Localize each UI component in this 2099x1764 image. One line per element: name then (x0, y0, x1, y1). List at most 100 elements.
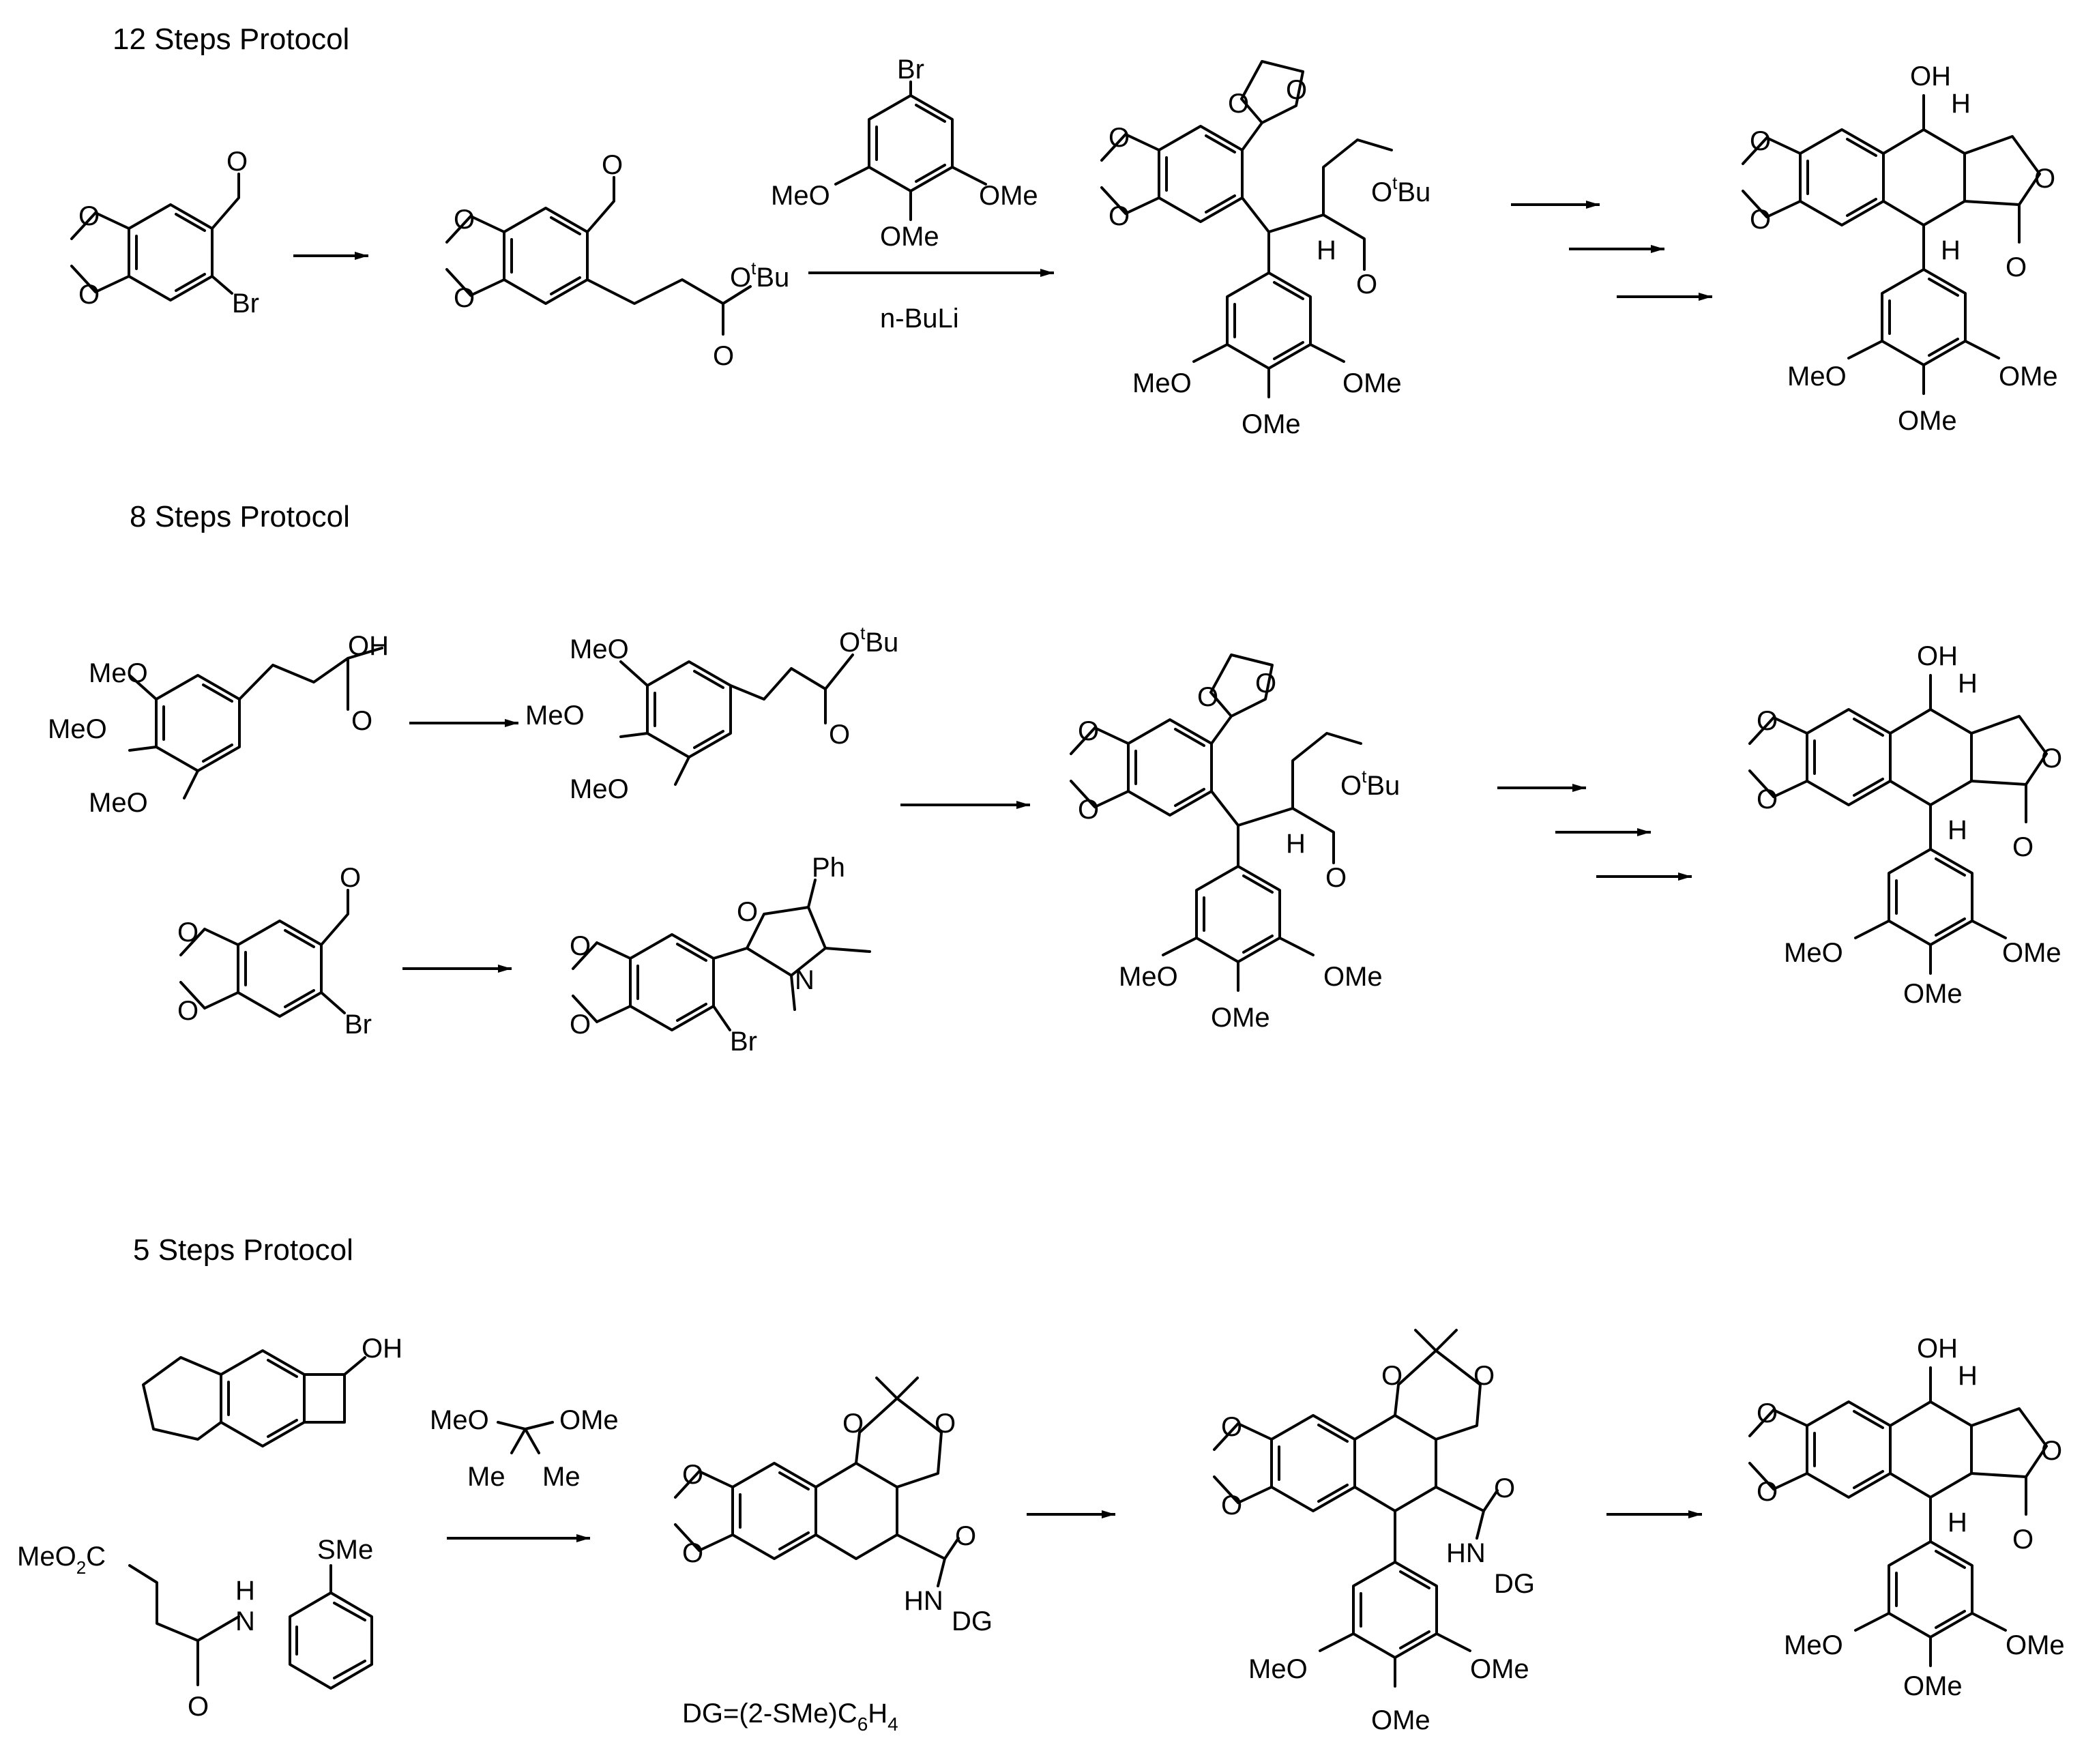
svg-text:O: O (2034, 164, 2055, 194)
svg-text:O: O (1494, 1473, 1515, 1503)
svg-text:O: O (1228, 89, 1249, 119)
svg-text:O: O (602, 150, 623, 180)
svg-text:MeO: MeO (1784, 938, 1843, 968)
section-8-steps: 8 Steps Protocol MeO MeO MeO OH O MeO Me… (48, 500, 2062, 1057)
svg-text:OMe: OMe (1242, 409, 1301, 439)
svg-text:O: O (1757, 1398, 1778, 1428)
svg-text:O: O (340, 863, 361, 893)
svg-text:DG: DG (1494, 1569, 1535, 1599)
svg-text:O: O (1255, 668, 1276, 699)
svg-text:MeO: MeO (570, 774, 629, 804)
svg-text:OtBu: OtBu (730, 258, 789, 293)
svg-text:O: O (842, 1409, 864, 1439)
compound-cycloadduct: O O O O O HN DG (674, 1377, 993, 1636)
svg-text:OMe: OMe (1323, 962, 1383, 992)
compound-fumaramide: MeO2C N H O SMe (17, 1535, 373, 1722)
svg-text:O: O (1750, 205, 1771, 235)
svg-text:O: O (1381, 1361, 1403, 1391)
product-podophyllotoxin-5: O O OH H H O O MeO OMe OMe (1748, 1334, 2065, 1701)
svg-text:O: O (454, 283, 475, 313)
svg-text:O: O (1078, 716, 1099, 746)
svg-text:OMe: OMe (1371, 1705, 1430, 1735)
svg-text:OtBu: OtBu (1371, 173, 1430, 207)
svg-text:MeO: MeO (1784, 1630, 1843, 1660)
svg-text:MeO: MeO (525, 701, 585, 731)
svg-text:OH: OH (348, 631, 389, 661)
svg-text:H: H (1948, 815, 1967, 845)
svg-text:Me: Me (542, 1462, 581, 1492)
svg-text:Br: Br (344, 1010, 372, 1040)
svg-text:O: O (829, 720, 850, 750)
svg-text:O: O (1197, 682, 1218, 712)
svg-text:MeO: MeO (48, 714, 107, 744)
svg-text:OMe: OMe (880, 222, 939, 252)
svg-text:H: H (1941, 235, 1961, 265)
compound-trimethoxycinnamic-acid: MeO MeO MeO OH O (48, 631, 389, 818)
svg-text:MeO: MeO (570, 634, 629, 664)
svg-text:OH: OH (1910, 61, 1951, 91)
svg-text:OMe: OMe (559, 1405, 619, 1435)
svg-text:O: O (1286, 75, 1307, 105)
svg-text:O: O (1757, 706, 1778, 736)
svg-text:HN: HN (1446, 1538, 1486, 1568)
svg-text:OH: OH (1917, 641, 1958, 671)
svg-text:MeO: MeO (89, 788, 148, 818)
svg-text:H: H (1958, 668, 1978, 699)
section-12-steps: 12 Steps Protocol O O O Br O O O O OtBu (70, 23, 2058, 439)
svg-text:O: O (2041, 1436, 2062, 1466)
svg-text:MeO: MeO (771, 181, 830, 211)
svg-text:OMe: OMe (1211, 1003, 1270, 1033)
svg-text:O: O (1109, 201, 1130, 231)
svg-text:N: N (795, 965, 814, 995)
svg-text:O: O (78, 280, 100, 310)
compound-aryl-intermediate: O O O O O HN DG MeO OMe OMe (1213, 1329, 1535, 1735)
product-podophyllotoxin-8: O O OH H H O O MeO OMe OMe (1748, 641, 2062, 1009)
compound-oxazolidine: O O O N Ph Br (570, 853, 871, 1057)
svg-text:Br: Br (232, 289, 259, 319)
svg-text:O: O (1078, 795, 1099, 825)
svg-text:O: O (570, 1010, 591, 1040)
svg-text:O: O (188, 1692, 209, 1722)
svg-text:O: O (2012, 832, 2034, 862)
svg-text:O: O (78, 201, 100, 231)
svg-text:O: O (2006, 252, 2027, 282)
svg-text:MeO: MeO (1787, 362, 1847, 392)
reagent-nbuli: n-BuLi (880, 304, 959, 334)
section-title-12: 12 Steps Protocol (113, 23, 349, 56)
svg-text:O: O (682, 1460, 703, 1490)
svg-text:OMe: OMe (2002, 938, 2061, 968)
compound-adduct-8: O O O O H O OtBu MeO OMe OMe (1070, 653, 1400, 1033)
svg-text:O: O (1221, 1490, 1242, 1520)
svg-text:OMe: OMe (1470, 1654, 1529, 1684)
svg-text:H: H (1951, 89, 1971, 119)
compound-benzocyclobutenol: OH (142, 1334, 402, 1447)
svg-text:OH: OH (1917, 1334, 1958, 1364)
svg-text:SMe: SMe (317, 1535, 373, 1565)
svg-text:Ph: Ph (812, 853, 845, 883)
svg-text:N: N (235, 1606, 255, 1636)
reagent-dimethoxypropane: MeO OMe Me Me (430, 1405, 619, 1492)
svg-text:OMe: OMe (1903, 1671, 1963, 1701)
svg-text:H: H (1317, 235, 1336, 265)
svg-text:Br: Br (730, 1027, 757, 1057)
svg-text:O: O (713, 341, 734, 371)
compound-aldehyde-ester-12: O O O O OtBu (445, 150, 789, 371)
svg-text:O: O (177, 917, 199, 947)
compound-bromopiperonal-8: O O O Br (177, 863, 372, 1040)
svg-text:DG: DG (952, 1606, 993, 1636)
svg-text:O: O (1473, 1361, 1495, 1391)
svg-text:H: H (235, 1576, 255, 1606)
svg-text:OMe: OMe (2006, 1630, 2065, 1660)
svg-text:O: O (1750, 126, 1771, 156)
svg-text:Me: Me (467, 1462, 505, 1492)
compound-trimethoxycinnamate-ester: MeO MeO MeO OtBu O (525, 623, 898, 804)
section-title-5: 5 Steps Protocol (133, 1233, 353, 1267)
section-title-8: 8 Steps Protocol (130, 500, 350, 533)
svg-text:MeO: MeO (1248, 1654, 1308, 1684)
svg-text:OtBu: OtBu (839, 623, 898, 658)
svg-text:OMe: OMe (1903, 979, 1963, 1009)
svg-text:O: O (454, 205, 475, 235)
svg-text:OH: OH (362, 1334, 402, 1364)
svg-text:O: O (570, 931, 591, 961)
svg-text:O: O (177, 996, 199, 1026)
